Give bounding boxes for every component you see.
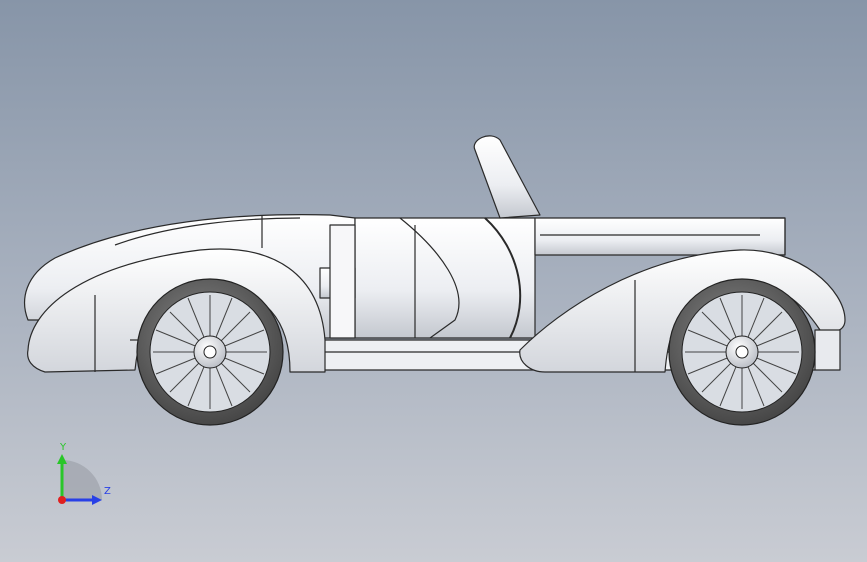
rear-fender bbox=[27, 248, 326, 373]
y-axis-label: Y bbox=[60, 442, 67, 453]
seat-back bbox=[473, 135, 541, 219]
front-wheel bbox=[668, 278, 816, 426]
grille bbox=[814, 329, 841, 371]
axis-triad-icon bbox=[57, 454, 102, 505]
orientation-triad[interactable]: Y Z bbox=[50, 440, 120, 510]
door bbox=[354, 217, 536, 339]
z-axis-label: Z bbox=[104, 486, 111, 497]
rear-wheel bbox=[136, 278, 284, 426]
